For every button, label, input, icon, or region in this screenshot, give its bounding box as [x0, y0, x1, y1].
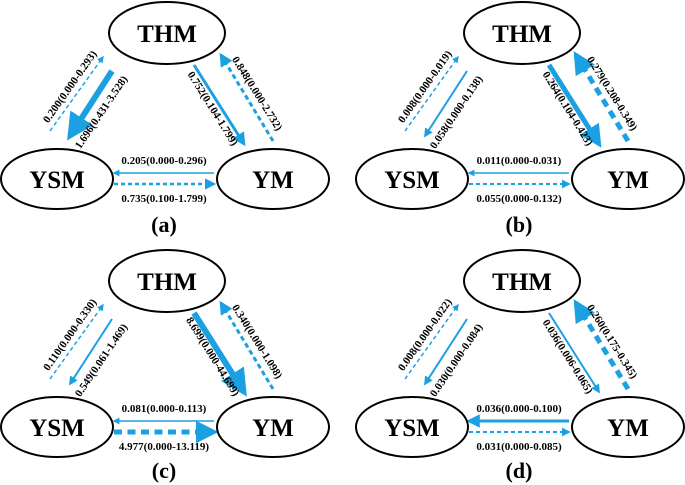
- panel-b: THM YSM YM 0.008(0.000-0.019) 0.058(0.00…: [355, 1, 685, 237]
- node-ym-label: YM: [252, 167, 294, 194]
- label-thm-to-ym: 0.264(0.104-0.423): [540, 69, 596, 148]
- node-ym-label: YM: [607, 415, 649, 442]
- label-ym-to-ysm: 0.081(0.000-0.113): [122, 403, 207, 415]
- panel-c-label: (c): [152, 458, 176, 483]
- node-thm-label: THM: [137, 269, 197, 296]
- label-thm-to-ym: 0.036(0.006-0.065): [540, 317, 596, 396]
- panel-a: THM YSM YM 0.200(0.000-0.293) 1.696(0.43…: [0, 1, 330, 237]
- node-ysm-label: YSM: [29, 415, 85, 442]
- label-ysm-to-thm: 0.008(0.000-0.019): [396, 48, 455, 125]
- label-ym-to-thm: 0.279(0.208-0.349): [584, 54, 640, 133]
- label-ysm-to-ym: 4.977(0.000-13.119): [119, 441, 209, 453]
- node-thm: [108, 249, 226, 313]
- label-ym-to-thm: 0.848(0.000-2.732): [229, 54, 285, 133]
- panel-d: THM YSM YM 0.008(0.000-0.022) 0.030(0.00…: [355, 249, 685, 483]
- label-ym-to-ysm: 0.036(0.000-0.100): [476, 403, 562, 415]
- node-ysm-label: YSM: [384, 415, 440, 442]
- arrow-ysm-to-thm: [49, 303, 104, 380]
- label-ysm-to-thm: 0.200(0.000-0.293): [41, 48, 100, 125]
- arrow-thm-to-ym: [548, 312, 600, 394]
- arrow-ysm-to-thm: [404, 55, 459, 132]
- arrow-ym-to-thm: [219, 52, 275, 142]
- arrow-ysm-to-thm: [49, 55, 104, 132]
- node-ym: [571, 148, 685, 210]
- arrow-thm-to-ysm: [424, 318, 468, 386]
- arrow-thm-to-ysm: [69, 318, 113, 386]
- label-ym-to-thm: 0.340(0.000-1.098): [229, 302, 285, 381]
- panel-c: THM YSM YM 0.110(0.000-0.330) 0.549(0.06…: [0, 249, 330, 483]
- arrow-ym-to-thm: [219, 300, 275, 390]
- node-thm-label: THM: [492, 269, 552, 296]
- arrow-ym-to-thm: [573, 51, 631, 143]
- node-ysm: [355, 148, 469, 210]
- arrow-thm-to-ym: [546, 63, 602, 148]
- arrow-thm-to-ysm: [67, 69, 115, 141]
- node-thm: [108, 1, 226, 65]
- label-ym-to-ysm: 0.011(0.000-0.031): [477, 155, 562, 167]
- arrow-ysm-to-thm: [404, 303, 459, 380]
- node-ym: [571, 396, 685, 458]
- node-ym: [216, 396, 330, 458]
- arrow-ym-to-thm: [573, 299, 631, 391]
- label-thm-to-ym: 8.699(0.000-44.699): [183, 315, 241, 399]
- node-ysm: [355, 396, 469, 458]
- node-thm: [463, 1, 581, 65]
- node-ysm-label: YSM: [384, 167, 440, 194]
- panel-d-label: (d): [506, 458, 533, 483]
- label-ysm-to-ym: 0.735(0.100-1.799): [121, 193, 207, 205]
- label-ysm-to-ym: 0.031(0.000-0.085): [476, 441, 562, 453]
- node-ysm-label: YSM: [29, 167, 85, 194]
- label-ym-to-ysm: 0.205(0.000-0.296): [121, 155, 207, 167]
- node-thm-label: THM: [137, 21, 197, 48]
- node-thm: [463, 249, 581, 313]
- node-thm-label: THM: [492, 21, 552, 48]
- panel-b-label: (b): [506, 212, 533, 237]
- panel-a-label: (a): [151, 212, 177, 237]
- label-thm-to-ym: 0.752(0.104-1.799): [185, 69, 241, 148]
- arrow-thm-to-ym: [191, 311, 247, 397]
- arrow-thm-to-ym: [192, 64, 246, 147]
- label-ysm-to-thm: 0.008(0.000-0.022): [396, 296, 455, 373]
- label-ysm-to-ym: 0.055(0.000-0.132): [476, 193, 562, 205]
- label-ysm-to-thm: 0.110(0.000-0.330): [41, 297, 100, 373]
- node-ym-label: YM: [607, 167, 649, 194]
- node-ysm: [0, 148, 114, 210]
- arrow-thm-to-ysm: [424, 70, 468, 138]
- label-ym-to-thm: 0.260(0.175-0.345): [584, 302, 640, 381]
- node-ym: [216, 148, 330, 210]
- node-ym-label: YM: [252, 415, 294, 442]
- node-ysm: [0, 396, 114, 458]
